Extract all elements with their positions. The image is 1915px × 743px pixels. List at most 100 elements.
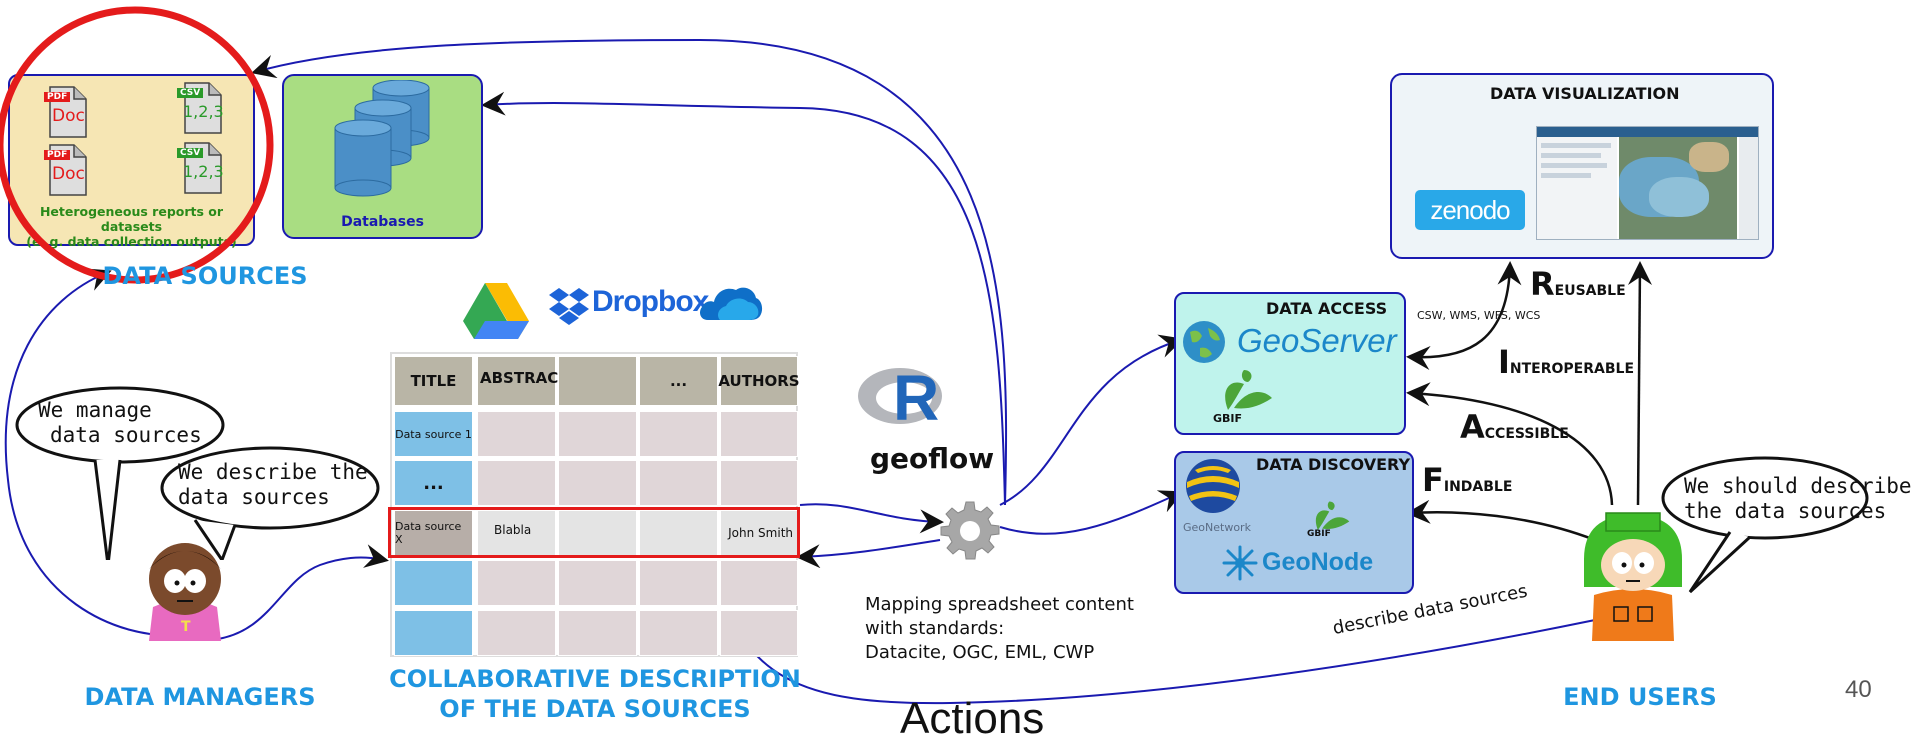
zenodo-label: zenodo: [1430, 194, 1510, 225]
data-cell: [477, 460, 556, 506]
arrow-users-to-access: [1406, 382, 1614, 506]
data-cell: [558, 411, 637, 457]
gbif-leaf-icon: [1305, 493, 1355, 535]
abstract-value: Blabla: [494, 523, 532, 537]
row-source-cell: Data source X: [394, 510, 473, 556]
fair-interoperable-initial: I: [1498, 343, 1510, 381]
data-cell: [477, 560, 556, 606]
managers-bubble2-line1: We describe the: [178, 460, 368, 484]
csv-text: 1,2,3: [183, 102, 224, 121]
actions-title: Actions: [900, 694, 1045, 743]
data-visualization-title: DATA VISUALIZATION: [1490, 84, 1680, 103]
fair-interoperable: INTEROPERABLE: [1498, 343, 1634, 381]
end-user-avatar: [1584, 512, 1682, 641]
end-users-bubble-text: We should describe the data sources: [1684, 474, 1915, 524]
gbif-label: GBIF: [1213, 412, 1243, 425]
viewer-legend: [1739, 137, 1758, 239]
data-cell: [477, 610, 556, 656]
mapping-line2: with standards:: [865, 618, 1005, 639]
row-source-label: ...: [423, 472, 444, 494]
viewer-sidebar: [1537, 137, 1617, 239]
mapping-text: Mapping spreadsheet content with standar…: [865, 593, 1134, 665]
arrow-gear-to-access: [999, 334, 1184, 506]
map-viewer-screenshot: [1536, 126, 1759, 240]
r-letter: R: [893, 362, 940, 434]
google-drive-icon: [463, 283, 529, 339]
fair-interoperable-rest: NTEROPERABLE: [1509, 361, 1635, 377]
fair-accessible-rest: CCESSIBLE: [1484, 426, 1569, 442]
databases-label: Databases: [341, 214, 424, 230]
globe-icon: [1180, 318, 1228, 366]
geoserver-label: GeoServer: [1237, 322, 1397, 359]
geoflow-label: geoflow: [870, 442, 995, 475]
arrow-interop-bidirectional: [1406, 261, 1522, 370]
arrow-users-to-spreadsheet: [703, 556, 1596, 705]
row-source-cell: Data source 1: [394, 411, 473, 457]
collab-label-line2: OF THE DATA SOURCES: [439, 695, 751, 723]
data-cell: [639, 510, 718, 556]
arrow-users-to-visualization: [1627, 261, 1652, 506]
managers-bubble1-line2: data sources: [50, 423, 202, 447]
data-managers-label: DATA MANAGERS: [84, 683, 316, 711]
arrow-users-to-discovery: [1406, 499, 1596, 542]
fair-accessible-initial: A: [1460, 408, 1485, 446]
csv-file-icon: CSV 1,2,3: [175, 140, 227, 196]
reports-label-line2: (e. g. data collection outputs): [26, 234, 237, 249]
row-source-cell: ...: [394, 460, 473, 506]
end-users-label: END USERS: [1563, 683, 1717, 711]
arrow-managers-to-sources: [4, 268, 181, 637]
data-access-box: [1174, 292, 1406, 435]
csv-badge: CSV: [177, 148, 204, 158]
gbif-leaf-icon: [1210, 360, 1280, 415]
pdf-badge: PDF: [44, 92, 71, 102]
spreadsheet: TITLE ABSTRACT ... AUTHORS Data source 1…: [390, 352, 800, 657]
data-cell: Blabla: [477, 510, 556, 556]
doc-text: Doc: [52, 106, 85, 126]
data-cell: [558, 460, 637, 506]
data-cell: [720, 460, 798, 506]
geonode-label: GeoNode: [1262, 548, 1374, 576]
col-header: TITLE: [394, 356, 473, 406]
arrow-gear-to-spreadsheet: [796, 539, 941, 569]
collaborative-description-label: COLLABORATIVE DESCRIPTION OF THE DATA SO…: [375, 664, 815, 724]
viewer-topbar: [1537, 127, 1758, 137]
row-source-label: Data source 1: [395, 427, 472, 441]
arrow-gear-to-discovery: [999, 490, 1184, 535]
row-source-label: Data source X: [395, 520, 462, 546]
row-source-cell: [394, 560, 473, 606]
onedrive-icon: [698, 282, 763, 324]
arrow-managers-to-spreadsheet: [209, 544, 389, 641]
fair-accessible: ACCESSIBLE: [1460, 408, 1569, 446]
data-manager-avatar: T: [149, 543, 221, 641]
geonetwork-label: GeoNetwork: [1183, 521, 1251, 534]
data-discovery-title: DATA DISCOVERY: [1256, 455, 1411, 474]
fair-findable-initial: F: [1422, 461, 1444, 499]
csv-file-icon: CSV 1,2,3: [175, 80, 227, 136]
col-header: [558, 356, 637, 406]
managers-bubble2-line2: data sources: [178, 485, 330, 509]
data-access-title: DATA ACCESS: [1266, 299, 1388, 318]
row-source-cell: [394, 610, 473, 656]
gbif-label: GBIF: [1307, 529, 1331, 539]
authors-value: John Smith: [728, 526, 793, 540]
arrow-gear-to-reports: [251, 38, 1008, 506]
managers-bubble2: We describe the data sources: [178, 460, 378, 510]
managers-bubble1: We manage data sources: [38, 398, 218, 448]
reports-label-line1: Heterogeneous reports or datasets: [39, 204, 224, 234]
data-cell: [720, 560, 798, 606]
reports-label: Heterogeneous reports or datasets (e. g.…: [8, 204, 255, 249]
doc-text: Doc: [52, 164, 85, 184]
zenodo-logo: zenodo: [1415, 190, 1525, 230]
geonode-icon: [1220, 543, 1260, 583]
manager-bubbles: [15, 386, 380, 560]
svg-text:T: T: [181, 619, 191, 635]
fair-findable: FINDABLE: [1422, 461, 1512, 499]
geonetwork-icon: [1183, 456, 1243, 516]
mapping-line3: Datacite, OGC, EML, CWP: [865, 642, 1095, 663]
protocols-label: CSW, WMS, WFS, WCS: [1417, 309, 1541, 322]
data-cell: [639, 411, 718, 457]
fair-reusable: REUSABLE: [1530, 265, 1626, 303]
row-highlight: [388, 507, 800, 558]
data-cell: [639, 460, 718, 506]
data-cell: [720, 411, 798, 457]
